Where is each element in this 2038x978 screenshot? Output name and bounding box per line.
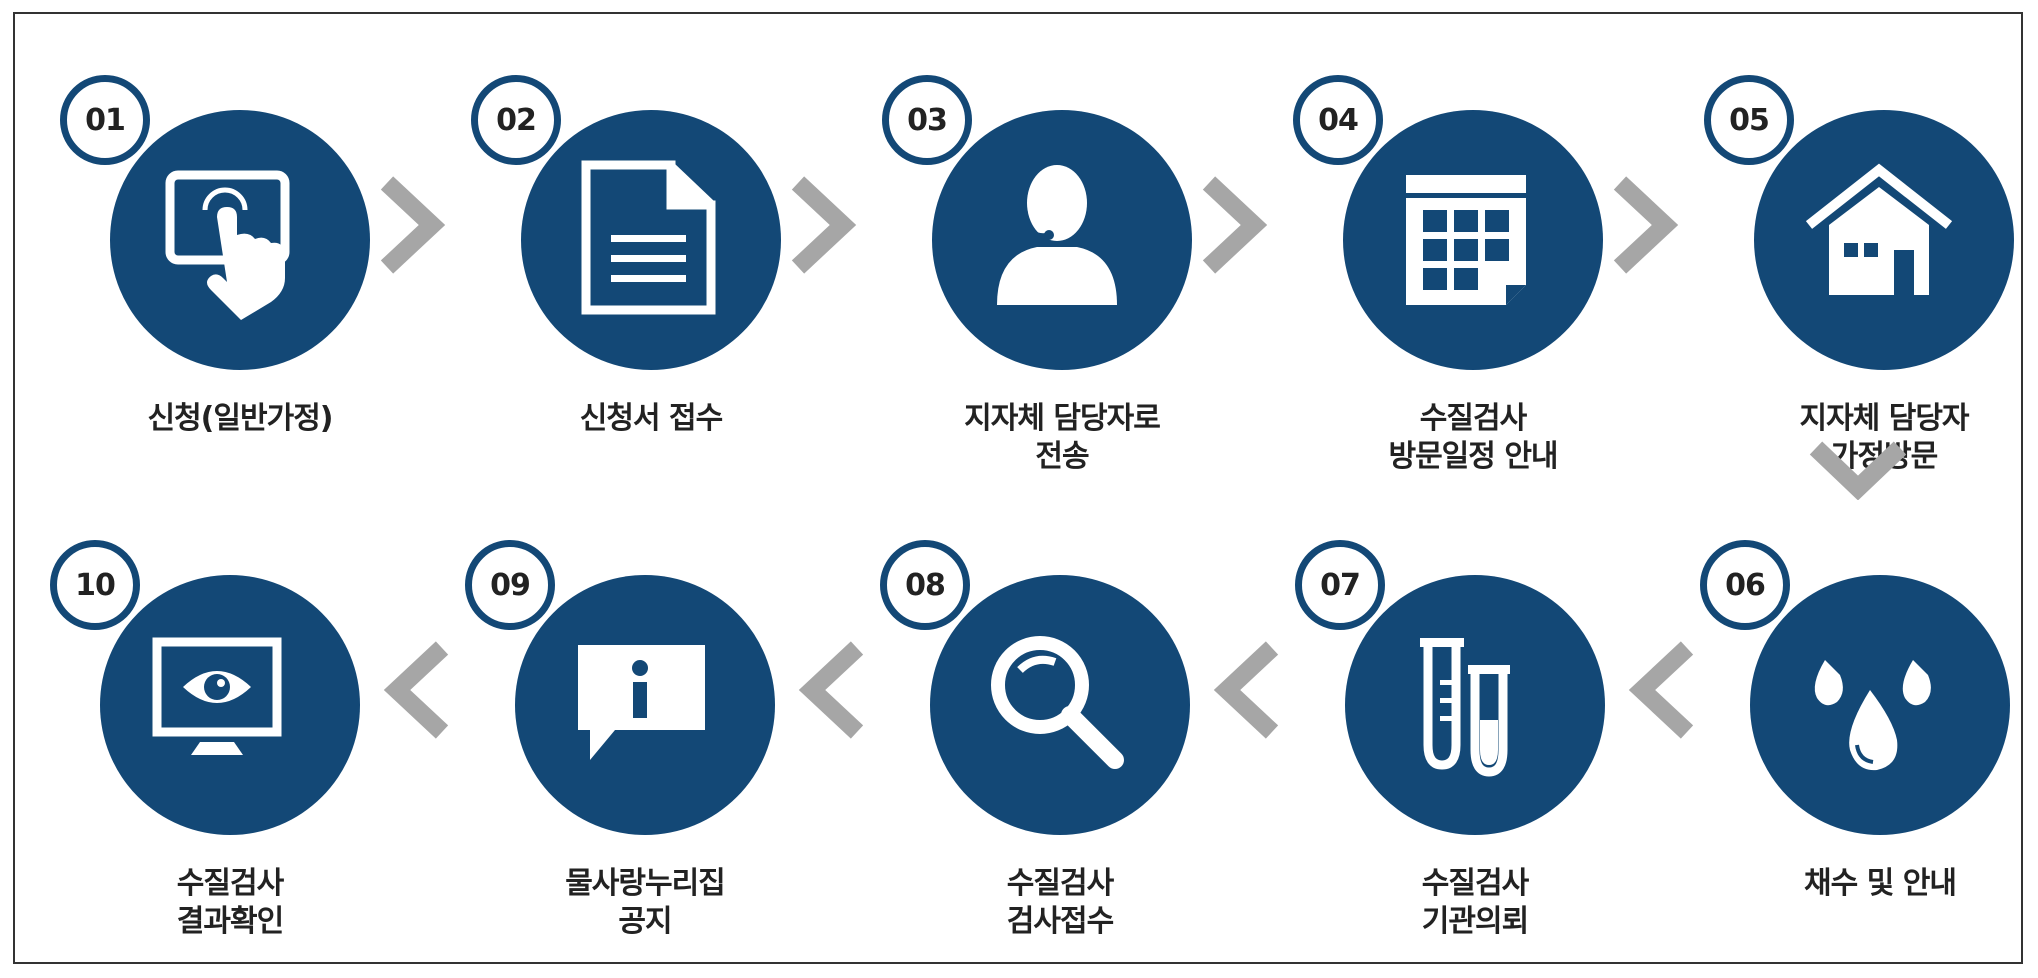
- calendar-icon: [1406, 175, 1526, 305]
- step-label: 수질검사 결과확인: [176, 866, 284, 939]
- step-03: 03 지자체 담당자로 전송: [882, 75, 1242, 495]
- step-number-badge: 05: [1704, 75, 1794, 165]
- step-label: 채수 및 안내: [1804, 866, 1957, 901]
- step-05: 05 지자체 담당자 가정방문: [1704, 75, 2038, 495]
- step-06: 06 채수 및 안내: [1700, 540, 2038, 960]
- step-label: 신청서 접수: [579, 401, 723, 436]
- step-number-badge: 08: [880, 540, 970, 630]
- step-number-badge: 04: [1293, 75, 1383, 165]
- step-01: 01 신청(일반가정): [60, 75, 420, 495]
- arrow-left-icon: [1213, 641, 1279, 739]
- operator-headset-icon: [997, 165, 1117, 305]
- step-circle: [930, 575, 1190, 835]
- step-04: 04 수질검사 방문일정 안내: [1293, 75, 1653, 495]
- document-icon: [581, 160, 716, 315]
- magnifier-icon: [991, 636, 1124, 769]
- step-label: 물사랑누리집 공지: [565, 866, 726, 939]
- arrow-down-icon: [1809, 441, 1907, 500]
- step-number-badge: 03: [882, 75, 972, 165]
- step-label: 지자체 담당자로 전송: [964, 401, 1161, 474]
- arrow-right-icon: [1202, 176, 1268, 274]
- step-label: 신청(일반가정): [147, 401, 333, 436]
- arrow-left-icon: [798, 641, 864, 739]
- step-number-badge: 02: [471, 75, 561, 165]
- process-frame: [13, 12, 2023, 964]
- step-10: 10 수질검사 결과확인: [50, 540, 410, 960]
- arrow-right-icon: [791, 176, 857, 274]
- arrow-right-icon: [1613, 176, 1679, 274]
- monitor-eye-icon: [152, 637, 282, 755]
- step-label: 수질검사 방문일정 안내: [1388, 401, 1558, 474]
- step-number-badge: 07: [1295, 540, 1385, 630]
- step-09: 09 물사랑누리집 공지: [465, 540, 825, 960]
- step-number-badge: 09: [465, 540, 555, 630]
- house-icon: [1805, 163, 1953, 295]
- test-tubes-icon: [1420, 638, 1510, 777]
- step-label: 수질검사 검사접수: [1006, 866, 1114, 939]
- step-number-badge: 01: [60, 75, 150, 165]
- step-08: 08 수질검사 검사접수: [880, 540, 1240, 960]
- step-02: 02 신청서 접수: [471, 75, 831, 495]
- step-circle: [100, 575, 360, 835]
- step-label: 수질검사 기관의뢰: [1421, 866, 1529, 939]
- step-number-badge: 06: [1700, 540, 1790, 630]
- arrow-right-icon: [380, 176, 446, 274]
- info-notice-icon: [578, 645, 705, 760]
- water-drops-icon: [1814, 660, 1931, 771]
- step-07: 07 수질검사 기관의뢰: [1295, 540, 1655, 960]
- arrow-left-icon: [1628, 641, 1694, 739]
- step-number-badge: 10: [50, 540, 140, 630]
- tablet-touch-icon: [165, 170, 290, 320]
- arrow-left-icon: [383, 641, 449, 739]
